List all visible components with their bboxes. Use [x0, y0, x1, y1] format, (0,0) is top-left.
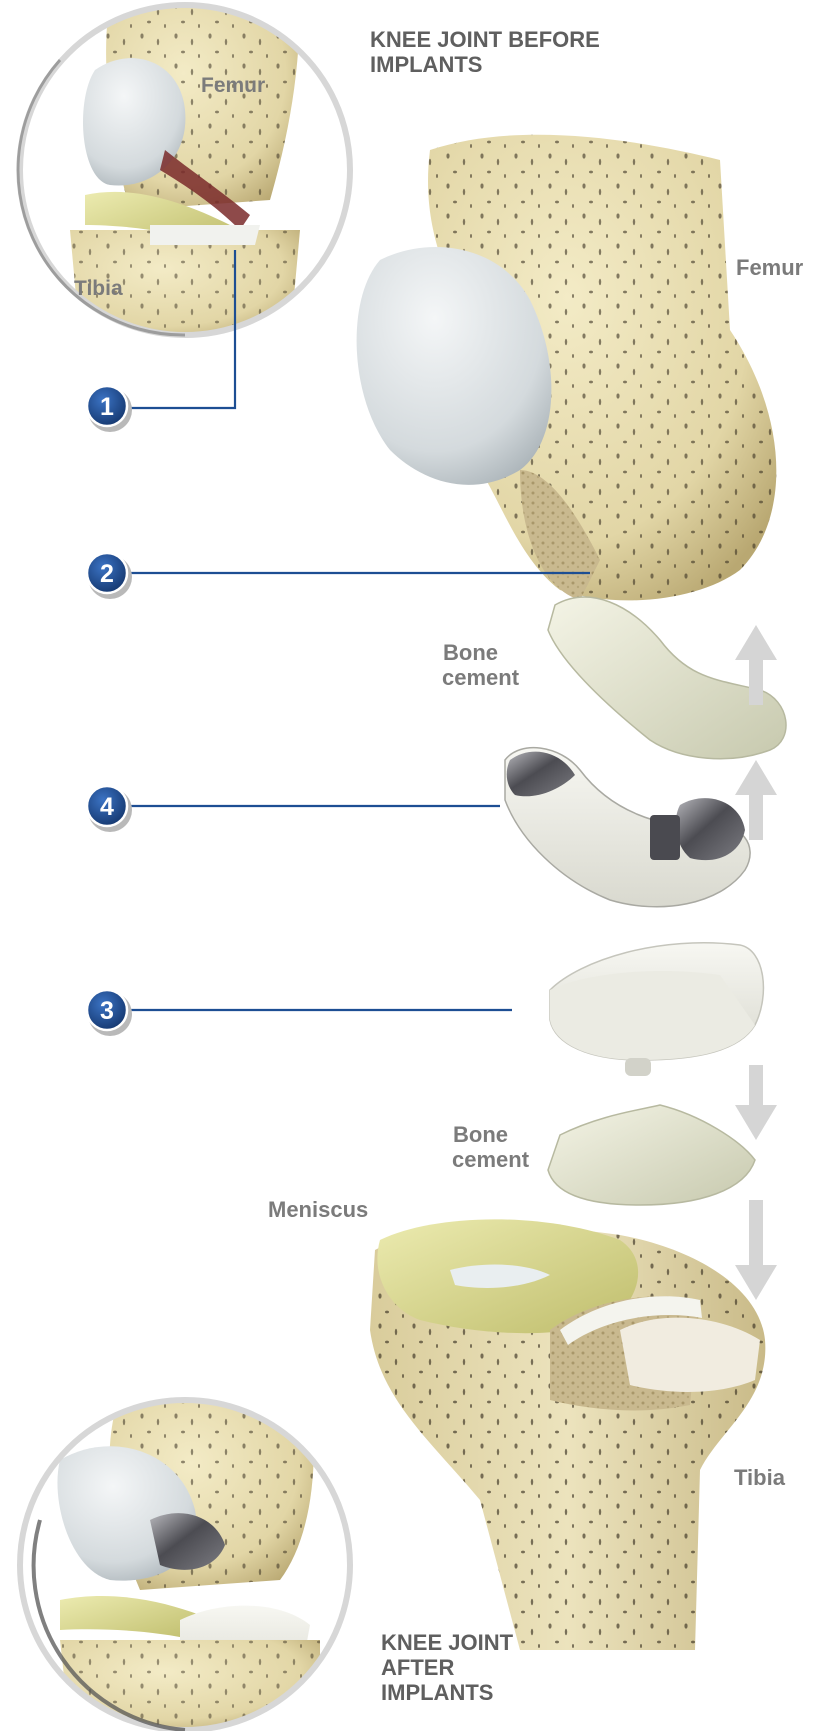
callout-number-4: 4 [100, 793, 114, 821]
bone-cement-lower-label: Bone cement [452, 1122, 529, 1172]
callout-badge-3: 3 [87, 990, 132, 1036]
inset-femur-label: Femur [201, 73, 265, 98]
bone-cement-lower-line-2: cement [452, 1147, 529, 1172]
title-before-line-1: KNEE JOINT BEFORE [370, 27, 600, 52]
bone-cement-upper-line-2: cement [442, 665, 519, 690]
tibia-bone [370, 1219, 765, 1650]
inset-tibia-label: Tibia [74, 276, 123, 301]
callout-number-2: 2 [100, 560, 114, 588]
bone-cement-upper-label: Bone cement [442, 640, 519, 690]
bone-cement-upper-line-1: Bone [442, 640, 519, 665]
bone-cement-lower-piece [548, 1105, 755, 1205]
bone-cement-lower-line-1: Bone [452, 1122, 529, 1147]
tibial-insert [550, 943, 763, 1076]
title-after-line-3: IMPLANTS [381, 1680, 513, 1705]
title-after-line-2: AFTER [381, 1655, 513, 1680]
femur-bone [357, 135, 777, 601]
femur-label: Femur [736, 255, 803, 280]
inset-before-implants [0, 0, 370, 340]
inset-after-implants [0, 1395, 370, 1731]
title-after-line-1: KNEE JOINT [381, 1630, 513, 1655]
callout-number-3: 3 [100, 997, 114, 1025]
meniscus-label: Meniscus [268, 1197, 368, 1222]
tibia-label: Tibia [734, 1465, 785, 1490]
title-after-implants: KNEE JOINT AFTER IMPLANTS [381, 1630, 513, 1705]
callout-badge-1: 1 [87, 386, 132, 432]
callout-number-1: 1 [100, 393, 114, 421]
femoral-component [505, 748, 750, 907]
callout-badge-4: 4 [87, 786, 132, 832]
callout-badge-2: 2 [87, 553, 132, 599]
title-before-implants: KNEE JOINT BEFORE IMPLANTS [370, 27, 600, 77]
title-before-line-2: IMPLANTS [370, 52, 600, 77]
